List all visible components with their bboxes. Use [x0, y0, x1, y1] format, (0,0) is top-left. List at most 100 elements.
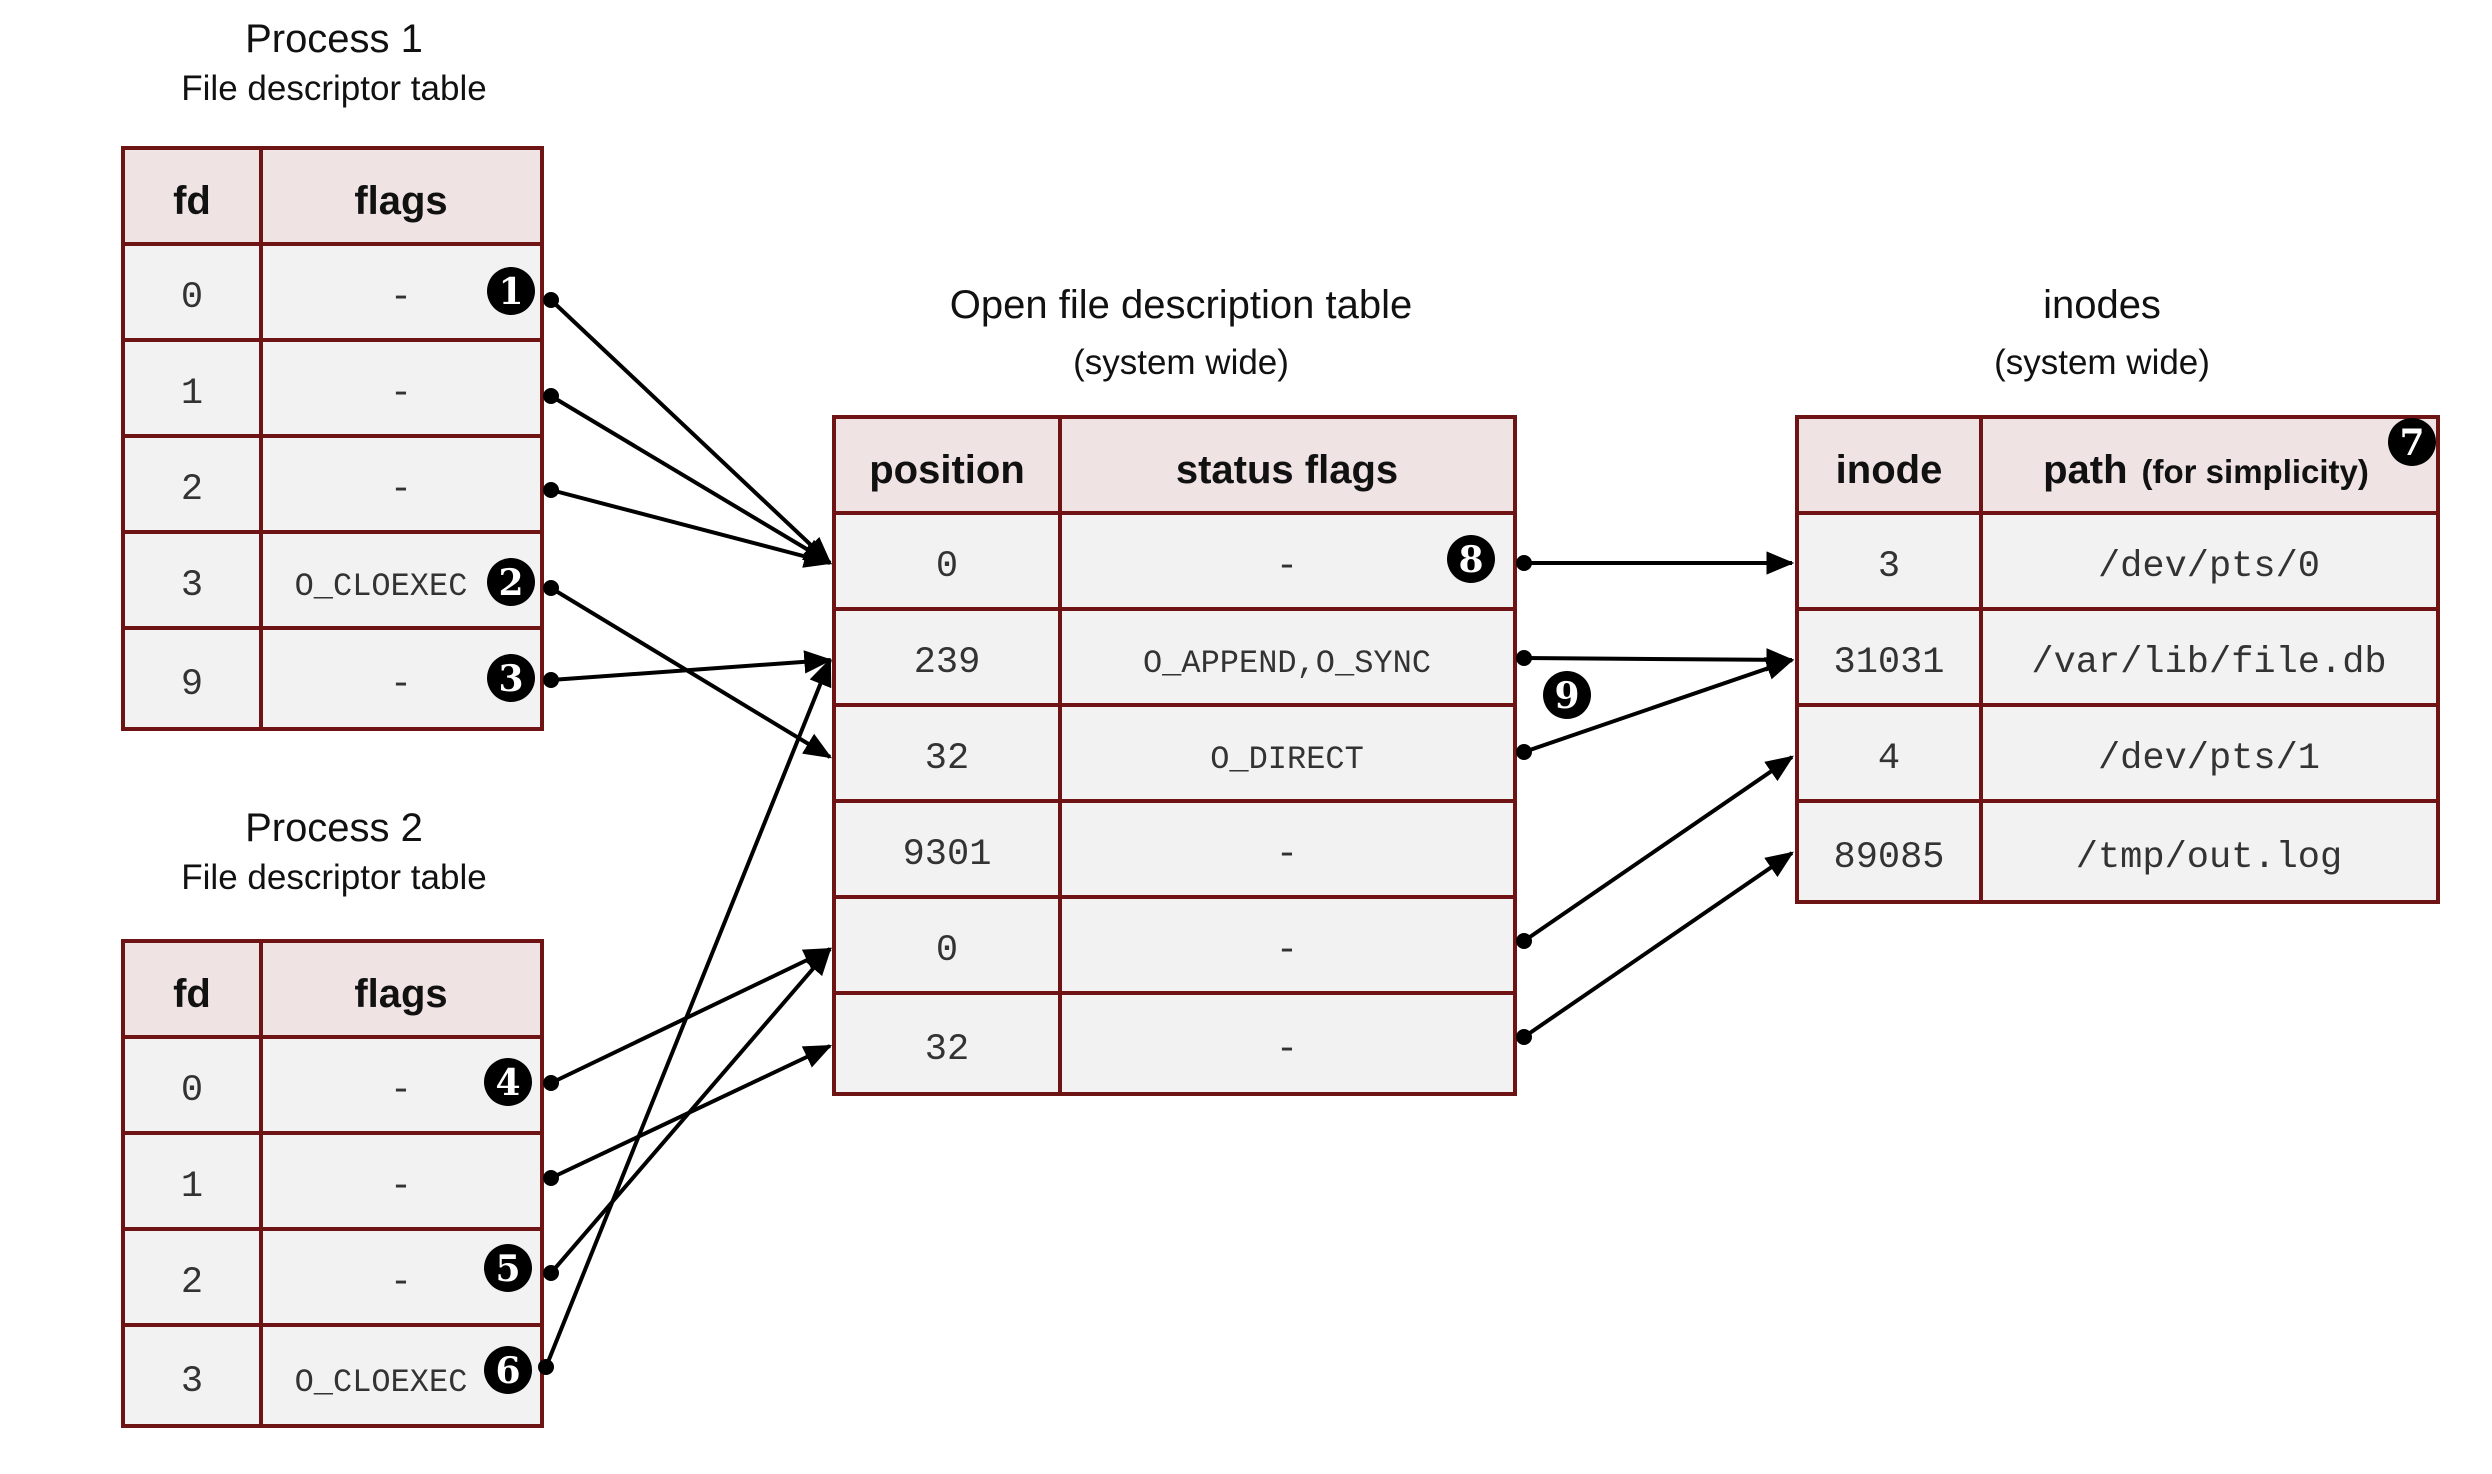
open-files-header-position-cell [832, 415, 1062, 515]
flags-value: O_CLOEXEC [295, 568, 468, 605]
arrow-ofd4-inode [1522, 755, 1794, 943]
process1-header-flags-cell [259, 146, 544, 246]
fd-value: 1 [181, 1166, 203, 1208]
table-row[interactable]: 9 - [121, 626, 544, 731]
connector-dot [543, 292, 559, 308]
process2-group: Process 2 File descriptor table fd flags… [121, 806, 544, 1428]
badge-2: 2 [487, 558, 535, 606]
table-row[interactable]: 32 O_DIRECT [832, 703, 1517, 803]
badges: 1 2 3 4 5 6 7 8 [484, 267, 2436, 1394]
svg-text:1: 1 [498, 271, 523, 313]
inodes-table: inode path (for simplicity) 3 /dev/pts/0… [1795, 415, 2440, 904]
table-row[interactable]: 31031 /var/lib/file.db [1795, 607, 2440, 707]
open-files-group: Open file description table (system wide… [832, 283, 1517, 1096]
fd-value: 3 [181, 1361, 203, 1403]
status-value: - [1276, 834, 1298, 876]
badge-4: 4 [484, 1058, 532, 1106]
process2-header-fd: fd [173, 972, 211, 1016]
fd-value: 9 [181, 664, 203, 706]
process1-header-fd: fd [173, 179, 211, 223]
table-row[interactable]: 9301 - [832, 799, 1517, 899]
svg-text:5: 5 [495, 1248, 520, 1290]
status-value: - [1276, 546, 1298, 588]
svg-text:6: 6 [495, 1350, 520, 1392]
flags-value: - [390, 664, 412, 706]
status-value: O_DIRECT [1210, 741, 1364, 778]
badge-7: 7 [2388, 418, 2436, 466]
flags-value: - [390, 373, 412, 415]
position-value: 32 [925, 1029, 969, 1071]
status-value: O_APPEND,O_SYNC [1143, 645, 1431, 682]
inodes-header-inode-cell [1795, 415, 1983, 515]
arrow-p2-fd0 [550, 947, 833, 1085]
open-files-header-status: status flags [1176, 448, 1398, 492]
fd-value: 0 [181, 1070, 203, 1112]
process1-table: fd flags 0 - 1 - 2 - [121, 146, 544, 731]
table-row[interactable]: 3 O_CLOEXEC [121, 530, 544, 630]
process2-title: Process 2 [245, 806, 423, 850]
svg-text:2: 2 [498, 562, 523, 604]
svg-text:7: 7 [2399, 422, 2424, 464]
inodes-header-path: path [2043, 448, 2127, 492]
flags-value: - [390, 1070, 412, 1112]
svg-text:4: 4 [495, 1062, 520, 1104]
badge-9: 9 [1543, 671, 1591, 719]
position-value: 239 [914, 642, 981, 684]
connector-dot [543, 1170, 559, 1186]
table-row[interactable]: 2 - [121, 1227, 544, 1327]
table-row[interactable]: 239 O_APPEND,O_SYNC [832, 607, 1517, 707]
flags-value: - [390, 277, 412, 319]
path-value: /dev/pts/1 [2098, 738, 2320, 780]
badge-1: 1 [487, 267, 535, 315]
fd-value: 0 [181, 277, 203, 319]
inodes-group: inodes (system wide) inode path (for sim… [1795, 283, 2440, 904]
process1-header-fd-cell [121, 146, 263, 246]
table-row[interactable]: 0 - [121, 1035, 544, 1135]
inode-value: 89085 [1833, 837, 1944, 879]
table-row[interactable]: 32 - [832, 991, 1517, 1096]
table-row[interactable]: 1 - [121, 338, 544, 438]
connector-dot [543, 388, 559, 404]
inodes-header-path-line: path (for simplicity) [2043, 448, 2369, 492]
connector-dot [543, 482, 559, 498]
arrow-p2-fd2 [549, 947, 832, 1275]
arrow-ofd5-inode [1522, 851, 1794, 1039]
connector-dot [1516, 650, 1532, 666]
process1-title: Process 1 [245, 17, 423, 61]
path-value: /tmp/out.log [2076, 837, 2342, 879]
position-value: 0 [936, 930, 958, 972]
inodes-subtitle: (system wide) [1994, 343, 2210, 382]
table-row[interactable]: 2 - [121, 434, 544, 534]
arrow-p2-fd3 [544, 657, 832, 1368]
connector-dots [538, 292, 1532, 1375]
table-row[interactable]: 0 - [832, 895, 1517, 995]
table-row[interactable]: 4 /dev/pts/1 [1795, 703, 2440, 803]
path-value: /var/lib/file.db [2031, 642, 2386, 684]
table-row[interactable]: 3 /dev/pts/0 [1795, 511, 2440, 611]
table-row[interactable]: 0 - [832, 511, 1517, 611]
fd-value: 1 [181, 373, 203, 415]
connector-dot [543, 672, 559, 688]
fd-value: 2 [181, 1262, 203, 1304]
process2-header-flags: flags [354, 972, 447, 1016]
connector-dot [543, 1075, 559, 1091]
flags-value: - [390, 1262, 412, 1304]
svg-text:8: 8 [1458, 539, 1483, 581]
fd-value: 3 [181, 565, 203, 607]
flags-value: - [390, 469, 412, 511]
table-row[interactable]: 0 - [121, 242, 544, 342]
status-value: - [1276, 930, 1298, 972]
arrow-p1-fd3 [549, 586, 832, 759]
table-row[interactable]: 1 - [121, 1131, 544, 1231]
arrow-p1-fd9 [550, 650, 833, 682]
table-row[interactable]: 89085 /tmp/out.log [1795, 799, 2440, 904]
position-value: 9301 [903, 834, 992, 876]
open-files-header-status-cell [1058, 415, 1517, 515]
position-value: 32 [925, 738, 969, 780]
table-row[interactable]: 3 O_CLOEXEC [121, 1323, 544, 1428]
connector-dot [543, 1265, 559, 1281]
connector-dot [1516, 1029, 1532, 1045]
arrow-p1-fd1 [549, 394, 833, 565]
inode-value: 31031 [1833, 642, 1944, 684]
